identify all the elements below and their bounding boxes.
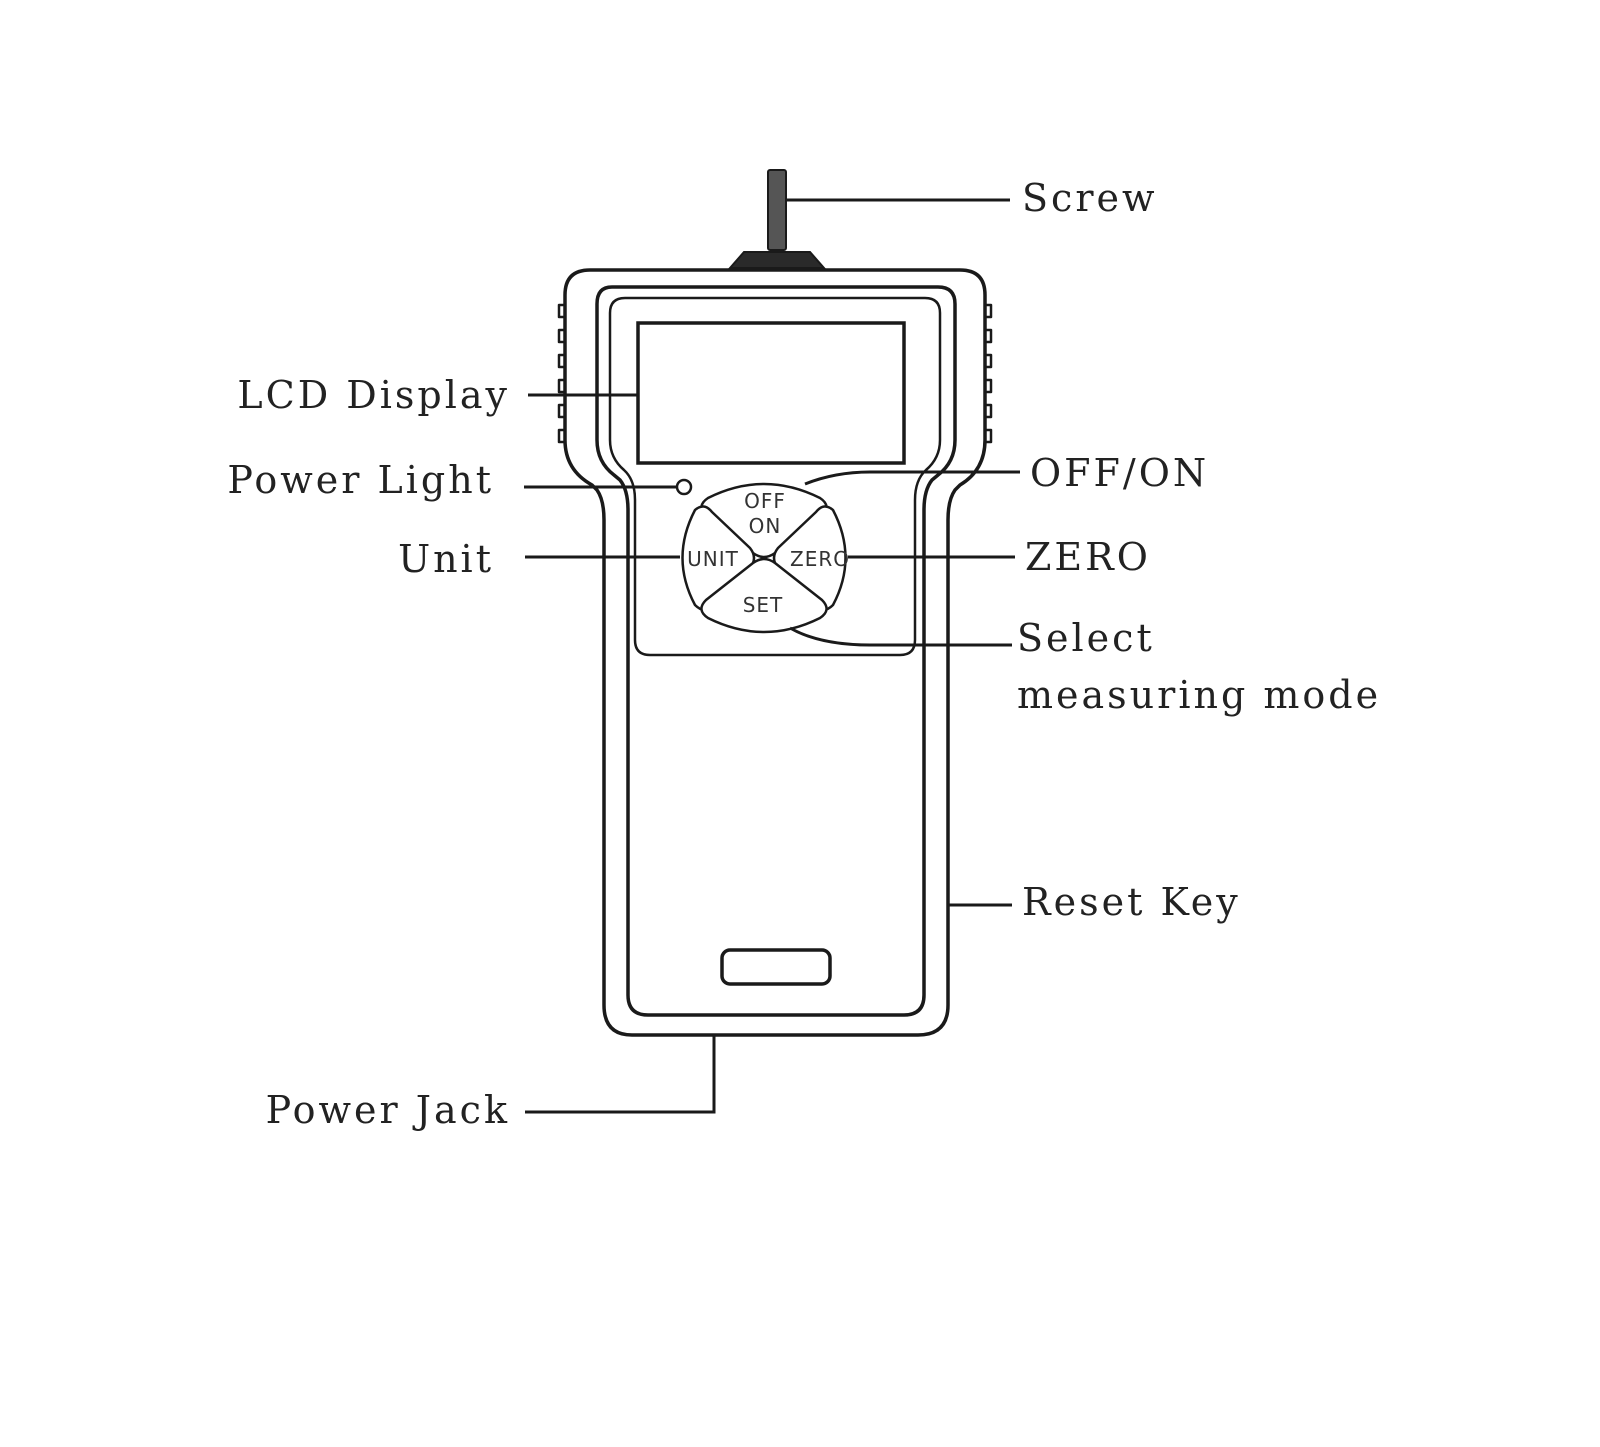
leader-off-on <box>804 470 1020 486</box>
keypad: OFF ON UNIT ZERO SET <box>681 482 850 634</box>
label-power-light: Power Light <box>227 458 494 502</box>
leader-select <box>789 626 1012 647</box>
label-zero: ZERO <box>1025 535 1151 579</box>
label-off-on: OFF/ON <box>1030 451 1209 495</box>
label-lcd-display: LCD Display <box>237 373 510 417</box>
set-key[interactable] <box>700 557 828 634</box>
label-unit: Unit <box>398 537 494 581</box>
label-select-line1: Select <box>1017 616 1155 660</box>
off-key-label: OFF <box>744 489 786 513</box>
reset-key-slot <box>720 948 832 986</box>
leader-lines <box>524 198 1020 1114</box>
leader-power-jack <box>525 1035 716 1114</box>
grip-ridges-left <box>557 303 565 444</box>
lcd-display <box>636 321 906 465</box>
housing-outer <box>563 268 987 1037</box>
label-power-jack: Power Jack <box>266 1088 510 1132</box>
grip-ridges-right <box>985 303 993 444</box>
zero-key-label: ZERO <box>790 547 850 571</box>
set-key-label: SET <box>743 593 784 617</box>
face-panel <box>608 296 942 657</box>
on-key-label: ON <box>749 514 782 538</box>
screw-nut <box>727 251 827 269</box>
unit-key-label: UNIT <box>687 547 739 571</box>
power-light-indicator <box>675 478 693 496</box>
label-reset-key: Reset Key <box>1022 880 1241 924</box>
label-screw: Screw <box>1022 176 1158 220</box>
screw <box>727 169 827 269</box>
housing-inner <box>595 285 957 1017</box>
label-select-line2: measuring mode <box>1017 673 1381 717</box>
screw-shaft <box>767 169 787 251</box>
